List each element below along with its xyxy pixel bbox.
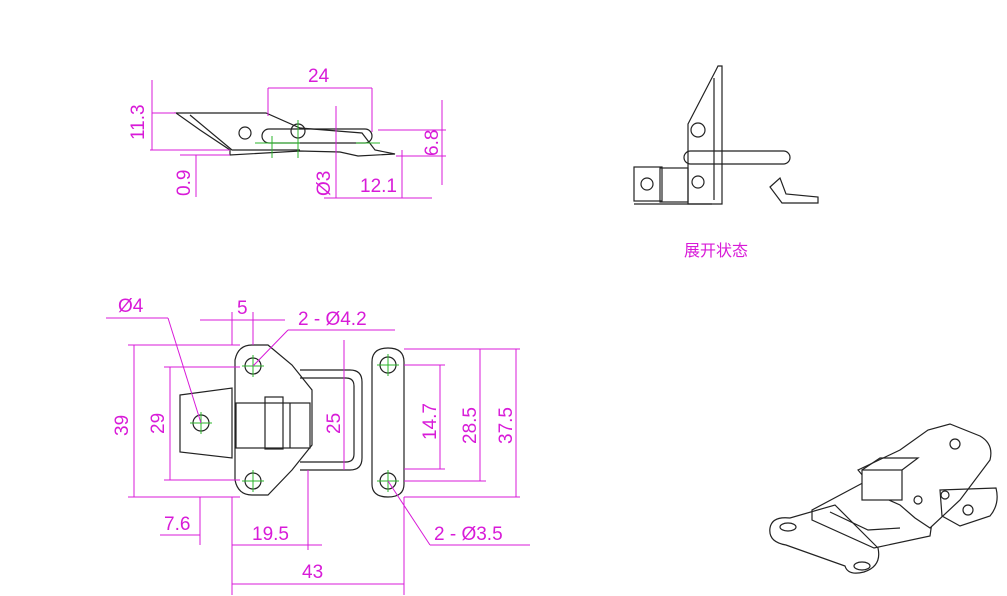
- open-state-view: 展开状态: [633, 65, 819, 260]
- dim-dia-4: Ø4: [118, 296, 144, 317]
- dim-holes-large: 2 - Ø4.2: [298, 309, 367, 330]
- dim-11-3: 11.3: [128, 104, 149, 140]
- dim-19-5: 19.5: [252, 524, 289, 545]
- dim-14-7: 14.7: [420, 403, 441, 440]
- top-view: Ø4 5 2 - Ø4.2 39 29 25 14.7 28.5 37.5 7.: [106, 296, 530, 595]
- dim-holes-small: 2 - Ø3.5: [434, 524, 503, 545]
- side-view: 24 11.3 0.9 12.1 Ø3 6.8: [128, 66, 446, 199]
- dim-pin-dia: Ø3: [314, 171, 335, 196]
- dim-39: 39: [112, 415, 133, 436]
- dim-12-1: 12.1: [360, 176, 397, 197]
- dim-5: 5: [237, 298, 248, 319]
- dim-24: 24: [308, 66, 330, 87]
- dim-6-8: 6.8: [422, 130, 443, 156]
- dim-37-5: 37.5: [496, 407, 517, 444]
- dim-0-9: 0.9: [174, 170, 195, 196]
- dim-28-5: 28.5: [460, 407, 481, 444]
- isometric-view: [769, 423, 998, 574]
- open-state-caption: 展开状态: [684, 241, 748, 260]
- dim-25: 25: [324, 413, 345, 434]
- dim-43: 43: [302, 562, 323, 583]
- dim-29: 29: [148, 413, 169, 434]
- dim-7-6: 7.6: [164, 514, 190, 535]
